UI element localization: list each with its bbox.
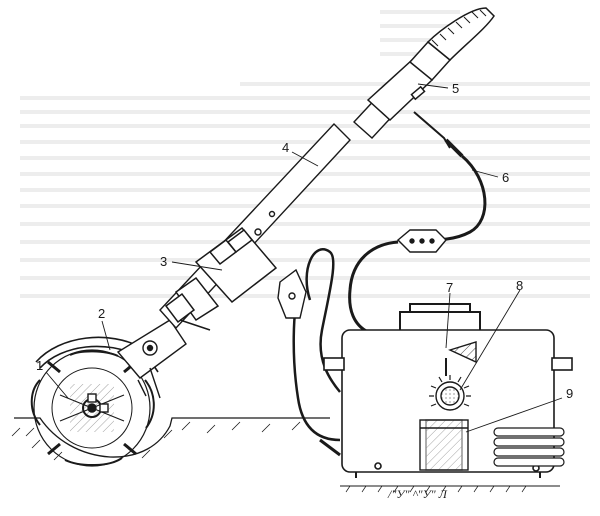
callout-6-label: 6 bbox=[502, 170, 509, 185]
callout-9-label: 9 bbox=[566, 386, 573, 401]
switch-indicator bbox=[429, 341, 477, 411]
callout-2-label: 2 bbox=[98, 306, 105, 321]
capacitor bbox=[419, 419, 469, 471]
ground-surface bbox=[11, 417, 330, 461]
callout-4-label: 4 bbox=[282, 140, 289, 155]
wall-plug bbox=[277, 268, 307, 319]
callout-5-label: 5 bbox=[452, 81, 459, 96]
callout-3-label: 3 bbox=[160, 254, 167, 269]
motor-housing bbox=[164, 226, 278, 331]
cable-connector bbox=[396, 229, 447, 253]
callout-8-label: 8 bbox=[516, 278, 523, 293]
coil-bank bbox=[493, 427, 565, 467]
callout-1-label: 1 bbox=[36, 358, 43, 373]
leader-lines bbox=[45, 83, 563, 433]
bottom-caption-text: /"У" ^"У" Л bbox=[387, 487, 448, 501]
handle-shaft bbox=[159, 93, 399, 330]
callout-7-label: 7 bbox=[446, 280, 453, 295]
gearbox-mount bbox=[87, 319, 187, 413]
handle-grip bbox=[366, 7, 495, 122]
base-line bbox=[340, 485, 560, 493]
supply-cable bbox=[348, 240, 399, 334]
